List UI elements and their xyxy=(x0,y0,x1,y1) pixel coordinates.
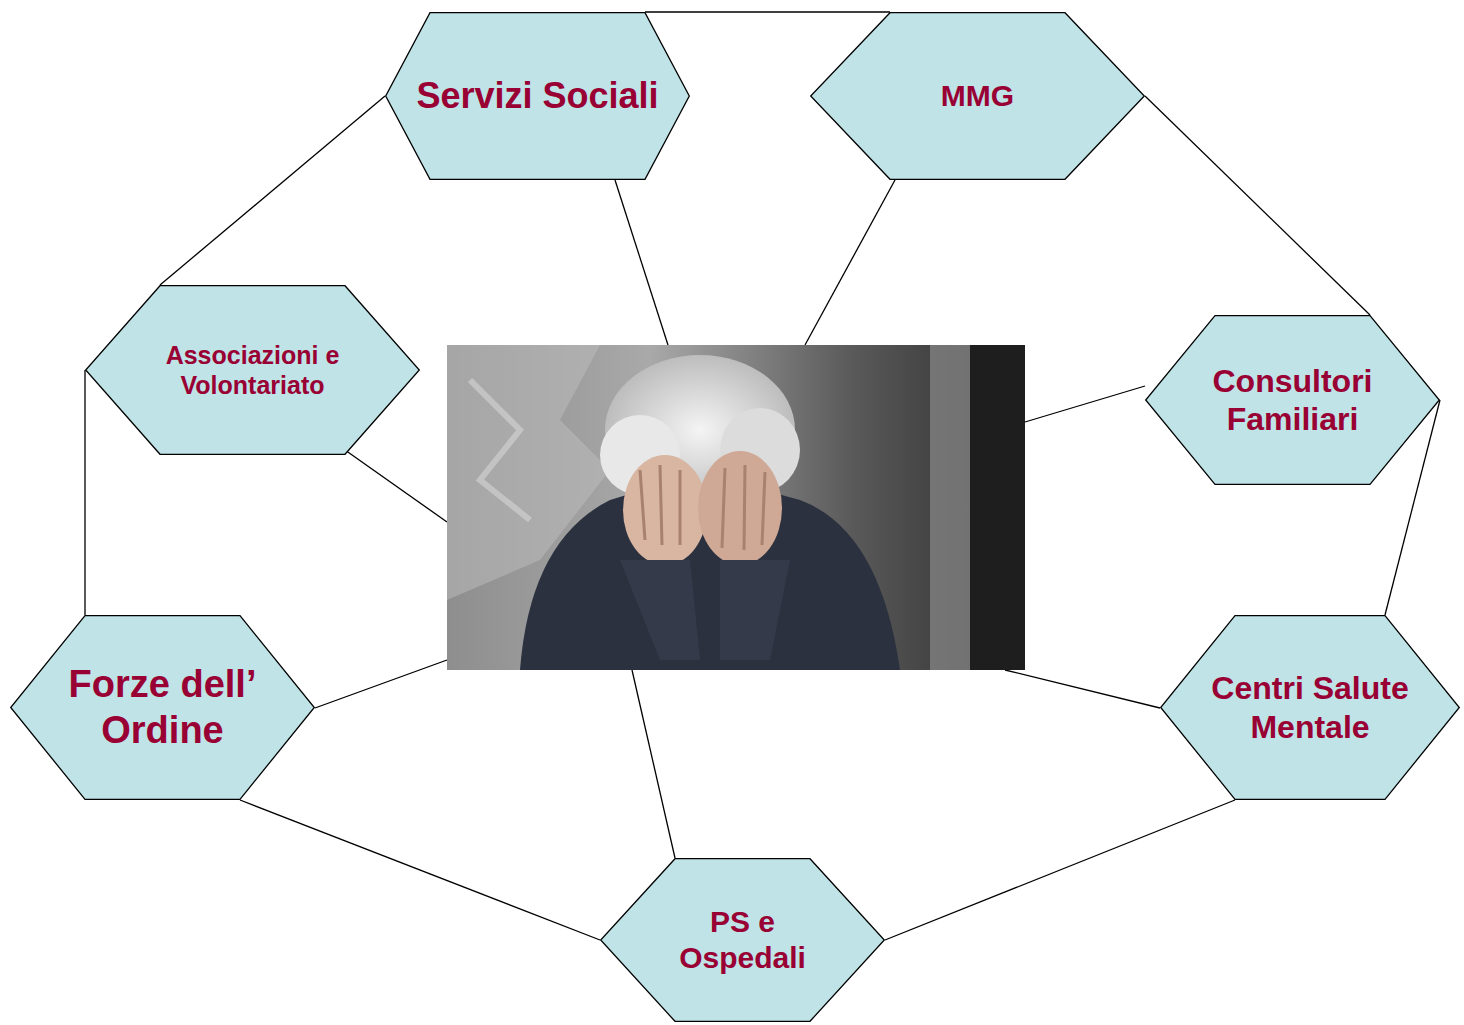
spoke-line xyxy=(1025,386,1145,422)
hexagon-fill xyxy=(1161,616,1460,800)
spoke-lines xyxy=(315,180,1160,858)
hexagon-fill xyxy=(86,286,420,455)
hexagon-fill xyxy=(601,859,885,1022)
spoke-line xyxy=(315,660,447,708)
hexagon-outline xyxy=(1160,615,1460,800)
hexagon-outline xyxy=(1145,315,1440,485)
hexagon-fill xyxy=(1146,316,1440,485)
node-label: Associazioni e Volontariato xyxy=(131,340,375,400)
connector-line xyxy=(645,11,890,12)
hexagon-node: Centri Salute Mentale xyxy=(1160,615,1460,800)
connector-line xyxy=(1145,96,1370,315)
hexagon-node: PS e Ospedali xyxy=(600,858,885,1022)
connector-line xyxy=(240,800,600,940)
spoke-line xyxy=(632,670,675,858)
hexagon-outline xyxy=(600,858,885,1022)
connector-line xyxy=(885,800,1235,940)
hexagon-fill xyxy=(811,13,1145,180)
node-label: Centri Salute Mentale xyxy=(1206,669,1415,746)
node-label-area: PS e Ospedali xyxy=(600,858,885,1022)
hexagon-node: Associazioni e Volontariato xyxy=(85,285,420,455)
connector-line xyxy=(84,370,85,615)
node-label-area: Forze dell’ Ordine xyxy=(10,615,315,800)
node-label-area: Associazioni e Volontariato xyxy=(85,285,420,455)
spoke-line xyxy=(1005,670,1160,708)
hexagon-outline xyxy=(85,285,420,455)
hexagon-node: Forze dell’ Ordine xyxy=(10,615,315,800)
spoke-line xyxy=(615,180,668,345)
node-label-area: MMG xyxy=(810,12,1145,180)
node-label-area: Consultori Familiari xyxy=(1145,315,1440,485)
node-label: Consultori Familiari xyxy=(1188,362,1397,439)
spoke-line xyxy=(345,450,447,522)
node-label: MMG xyxy=(941,78,1014,114)
hexagon-fill xyxy=(11,616,315,800)
spoke-line xyxy=(805,180,895,345)
hexagon-fill xyxy=(386,13,690,180)
hexagon-outline xyxy=(10,615,315,800)
connector-line xyxy=(160,96,385,285)
photo xyxy=(447,345,1025,670)
hexagon-node: MMG xyxy=(810,12,1145,180)
node-label: Forze dell’ Ordine xyxy=(56,662,270,753)
node-label: Servizi Sociali xyxy=(416,74,658,117)
hexagon-node: Consultori Familiari xyxy=(1145,315,1440,485)
node-label-area: Centri Salute Mentale xyxy=(1160,615,1460,800)
hexagon-node: Servizi Sociali xyxy=(385,12,690,180)
node-label: PS e Ospedali xyxy=(646,904,840,976)
node-label-area: Servizi Sociali xyxy=(385,12,690,180)
